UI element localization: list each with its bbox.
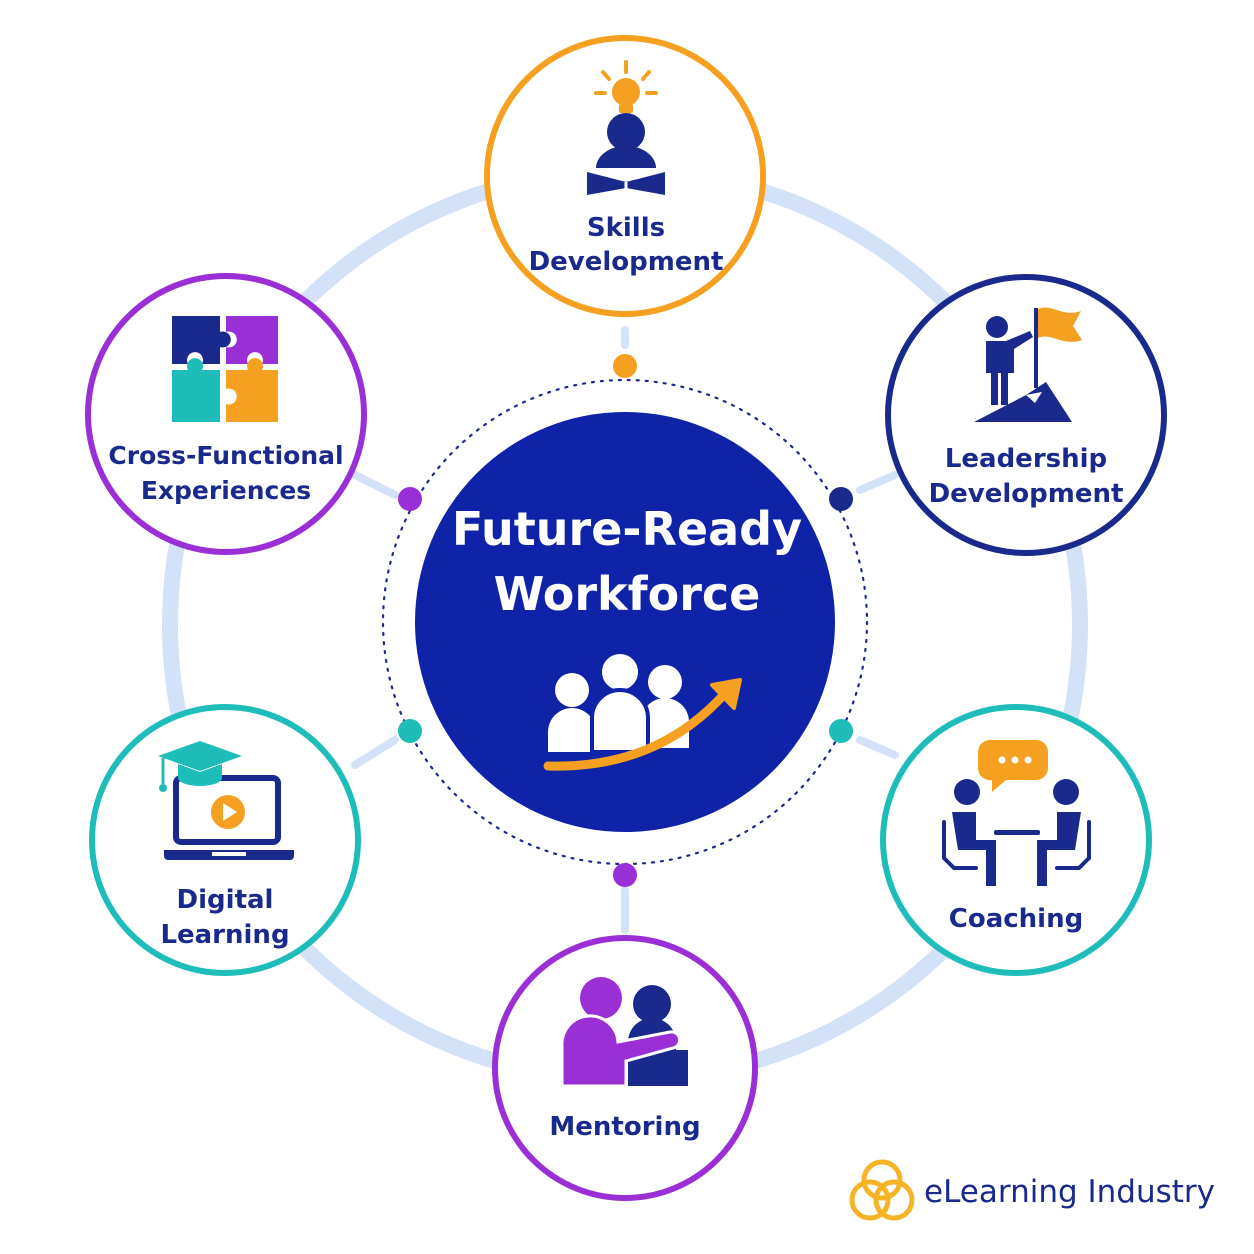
node-label-line1: Coaching [949,904,1083,934]
node-circle [484,35,766,317]
ring-dots [398,354,853,887]
node-coaching: Coaching [880,704,1152,976]
center-title-line2: Workforce [494,567,761,621]
ring-dot-lower-left [398,719,422,743]
connector-lines [351,326,899,934]
mentor-pair-icon [560,977,688,1088]
ring-dot-upper-right [829,487,853,511]
puzzle-icon [172,316,278,422]
triple-ring-logo-icon [849,1159,915,1221]
node-label-line1: Cross-Functional [108,441,343,470]
brand: eLearning Industry [849,1159,1215,1221]
node-label-line1: Digital [177,885,274,915]
center-hub: Future-Ready Workforce [415,412,835,832]
team-growth-icon [543,650,742,771]
conversation-icon [942,740,1091,886]
node-label-line1: Skills [587,213,665,243]
node-label-line2: Development [529,247,724,277]
ring-dot-bottom [613,863,637,887]
reading-idea-icon [587,60,665,195]
node-leadership-development: Leadership Development [885,274,1167,556]
node-circle [880,704,1152,976]
node-label-line2: Experiences [141,476,311,505]
ring-dot-lower-right [829,719,853,743]
node-label-line1: Leadership [945,444,1107,474]
summit-flag-icon [974,307,1082,422]
center-circle [415,412,835,832]
node-digital-learning: Digital Learning [89,704,361,976]
laptop-graduation-icon [158,741,294,860]
node-label-line2: Development [929,479,1124,509]
ring-dot-top [613,354,637,378]
node-label-line1: Mentoring [549,1112,700,1142]
brand-name: eLearning Industry [924,1174,1215,1210]
node-skills-development: Skills Development [484,35,766,317]
node-label-line2: Learning [160,920,289,950]
center-title-line1: Future-Ready [452,502,802,556]
node-cross-functional-experiences: Cross-Functional Experiences [85,273,367,555]
node-mentoring: Mentoring [492,935,758,1201]
ring-dot-upper-left [398,487,422,511]
